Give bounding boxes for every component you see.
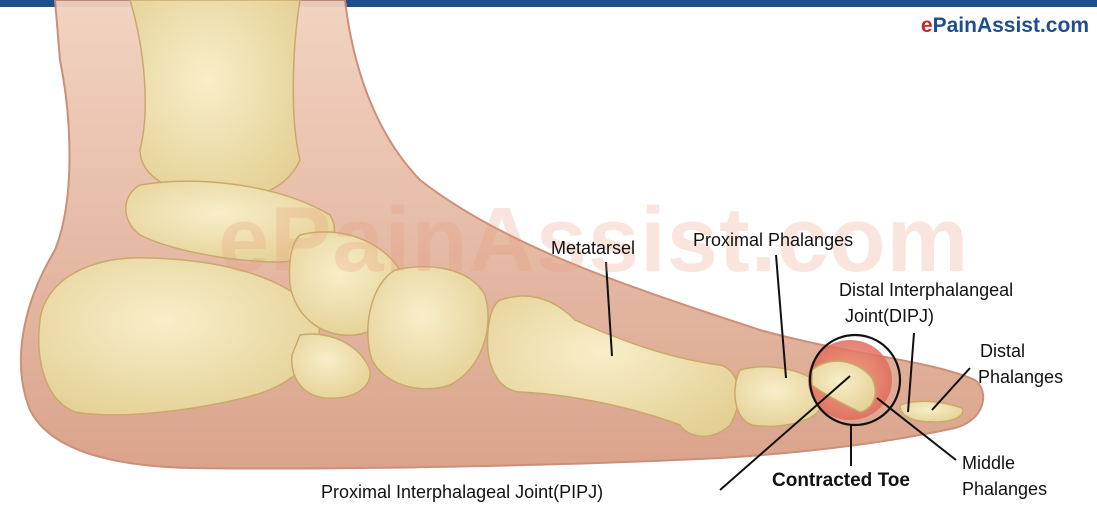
label-dipj-line1: Distal Interphalangeal xyxy=(839,279,1013,301)
label-metatarsel: Metatarsel xyxy=(551,237,635,259)
label-dipj-line2: Joint(DIPJ) xyxy=(845,305,934,327)
tibia-bone xyxy=(130,0,300,199)
label-middle-line2: Phalanges xyxy=(962,478,1047,500)
label-middle-line1: Middle xyxy=(962,452,1015,474)
label-distal-line1: Distal xyxy=(980,340,1025,362)
label-distal-line2: Phalanges xyxy=(978,366,1063,388)
label-proximal-phalanges: Proximal Phalanges xyxy=(693,229,853,251)
label-contracted-toe: Contracted Toe xyxy=(772,470,910,492)
label-pipj: Proximal Interphalageal Joint(PIPJ) xyxy=(321,481,603,503)
